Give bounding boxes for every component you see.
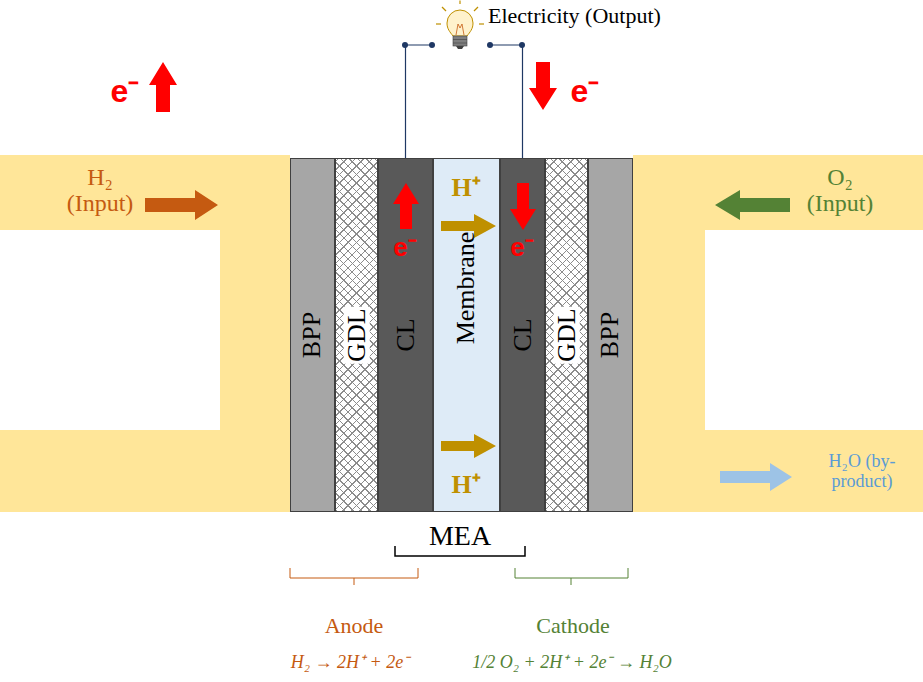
electron-label: e⁻ bbox=[393, 233, 416, 262]
electron-label-box: e⁻ bbox=[111, 74, 140, 109]
input-label: O₂ (Input) bbox=[795, 164, 885, 217]
water-output-arrow bbox=[720, 463, 792, 491]
bipolar-plate: BPP bbox=[290, 158, 335, 512]
terminal-dot bbox=[519, 42, 525, 48]
oxygen-input-arrow bbox=[715, 190, 790, 220]
hydrogen-channel bbox=[0, 155, 290, 512]
electron-arrow bbox=[149, 62, 177, 112]
electron-arrow bbox=[529, 62, 557, 110]
proton-arrow bbox=[441, 434, 496, 458]
electron-label-box: e⁻ bbox=[571, 74, 600, 109]
electrode-label: Anode bbox=[325, 614, 384, 638]
mea-label: MEA bbox=[429, 521, 491, 552]
output-label-box: Electricity (Output) bbox=[488, 4, 661, 28]
gas-diffusion-layer: GDL bbox=[545, 158, 588, 512]
oxygen-channel bbox=[633, 155, 923, 512]
byproduct-label-box: H₂O (by-product) bbox=[807, 452, 917, 492]
input-label-box: H₂ (Input) bbox=[55, 164, 145, 217]
output-label: Electricity (Output) bbox=[488, 4, 661, 28]
electron-label: e⁻ bbox=[510, 233, 533, 262]
electrode-label-box: Cathode bbox=[536, 614, 609, 638]
reaction-equation-box: 1/2 O₂ + 2H⁺ + 2e⁻ → H₂O bbox=[472, 653, 671, 673]
electron-label-box: e⁻ bbox=[510, 233, 533, 262]
gas-diffusion-layer: GDL bbox=[335, 158, 378, 512]
reaction-equation: 1/2 O₂ + 2H⁺ + 2e⁻ → H₂O bbox=[472, 653, 671, 673]
electron-arrow bbox=[510, 183, 536, 230]
terminal-dot bbox=[429, 42, 435, 48]
input-label: H₂ (Input) bbox=[55, 164, 145, 217]
layer-name: CL bbox=[392, 318, 418, 351]
catalyst-layer: CL bbox=[378, 158, 433, 512]
electron-label-box: e⁻ bbox=[393, 233, 416, 262]
light-bulb bbox=[436, 1, 484, 50]
byproduct-label: H₂O (by-product) bbox=[807, 452, 917, 492]
cathode-bracket bbox=[515, 568, 628, 585]
bipolar-plate: BPP bbox=[588, 158, 633, 512]
electron-arrow bbox=[393, 183, 419, 229]
terminal-dot bbox=[402, 42, 408, 48]
electron-label: e⁻ bbox=[111, 74, 140, 109]
proton-label-box: H⁺ bbox=[451, 471, 480, 500]
layer-name: BPP bbox=[598, 312, 624, 358]
membrane: Membrane bbox=[433, 158, 500, 512]
electrode-label: Cathode bbox=[536, 614, 609, 638]
layer-name: Membrane bbox=[454, 232, 480, 345]
reaction-equation-box: H₂ → 2H⁺ + 2e⁻ bbox=[291, 653, 409, 673]
layer-name: GDL bbox=[554, 306, 580, 363]
reaction-equation: H₂ → 2H⁺ + 2e⁻ bbox=[291, 653, 409, 673]
external-circuit-wire bbox=[406, 45, 523, 158]
electron-label: e⁻ bbox=[571, 74, 600, 109]
proton-label-box: H⁺ bbox=[451, 174, 480, 203]
proton-label: H⁺ bbox=[451, 471, 480, 500]
layer-name: GDL bbox=[344, 306, 370, 363]
proton-label: H⁺ bbox=[451, 174, 480, 203]
layer-name: BPP bbox=[300, 312, 326, 358]
mea-label-box: MEA bbox=[429, 521, 491, 552]
catalyst-layer: CL bbox=[500, 158, 545, 512]
layer-name: CL bbox=[509, 318, 535, 351]
input-label-box: O₂ (Input) bbox=[795, 164, 885, 217]
electrode-label-box: Anode bbox=[325, 614, 384, 638]
terminal-dot bbox=[487, 42, 493, 48]
anode-bracket bbox=[290, 568, 418, 585]
hydrogen-input-arrow bbox=[145, 190, 218, 220]
